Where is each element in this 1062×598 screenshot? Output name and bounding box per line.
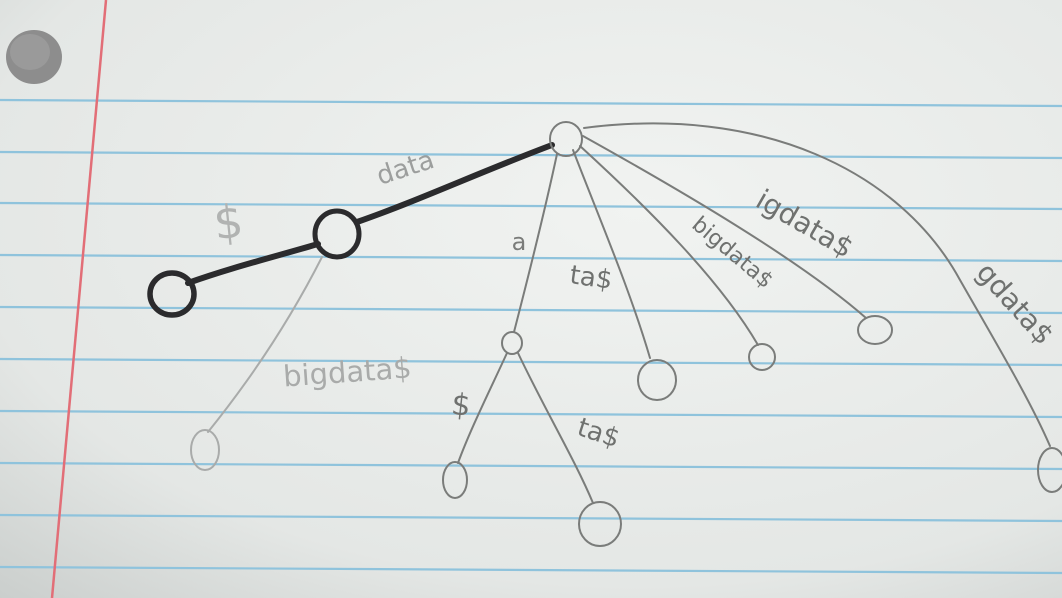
node-leaf-a-dollar <box>442 461 468 499</box>
ruled-lines <box>0 98 1062 575</box>
edge-bigdata-2 <box>579 145 759 346</box>
node-leaf-bigdata-1 <box>190 429 220 471</box>
edge-gdata <box>583 122 1051 447</box>
node-a <box>501 331 523 355</box>
node-leaf-ta <box>637 359 677 401</box>
edge-data <box>354 142 555 225</box>
node-leaf-igdata <box>857 315 893 345</box>
edge-a-dollar <box>457 352 508 464</box>
margin-line <box>50 0 108 598</box>
node-leaf-gdata <box>1037 447 1062 493</box>
label-dollar: $ <box>211 194 246 251</box>
label-dollar-a: $ <box>450 387 473 424</box>
label-ta-root: ta$ <box>568 260 614 296</box>
edge-bigdata-1 <box>207 256 323 433</box>
edge-dollar <box>185 241 321 286</box>
node-mid <box>312 208 362 260</box>
edges <box>185 122 1051 504</box>
edge-a-ta <box>517 352 594 504</box>
edge-ta <box>572 149 651 359</box>
node-leaf-bigdata-2 <box>748 343 776 371</box>
node-leaf-dollar <box>147 270 197 318</box>
label-a: a <box>512 228 527 256</box>
edge-igdata <box>582 135 867 319</box>
node-root <box>549 121 583 157</box>
nodes <box>147 121 1062 547</box>
node-leaf-a-ta <box>578 501 622 547</box>
edge-a <box>513 153 558 333</box>
